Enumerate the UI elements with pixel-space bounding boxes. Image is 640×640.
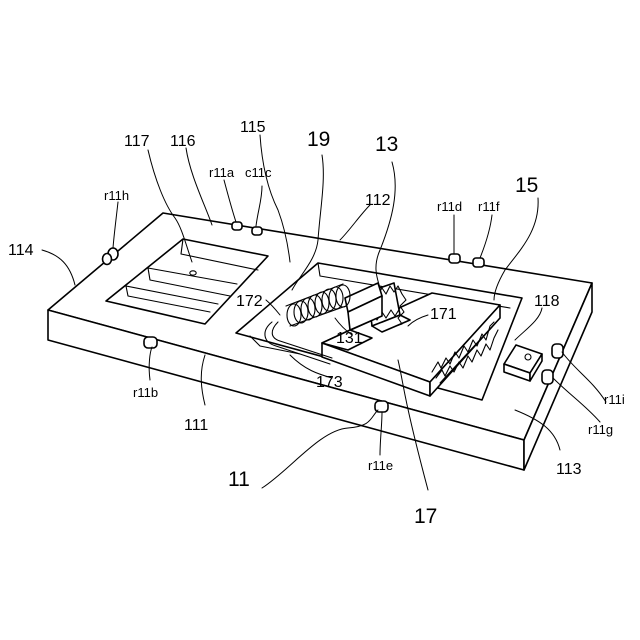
label-r11g: r11g [588,422,613,437]
label-131: 131 [336,330,363,347]
label-r11b: r11b [133,385,158,400]
label-r11f: r11f [478,199,500,214]
pin-r11i [552,344,563,358]
pin-r11d [449,254,460,263]
pin-c11c [252,227,262,235]
label-13: 13 [375,133,398,156]
label-115: 115 [240,119,266,136]
label-r11h: r11h [104,188,129,203]
label-11: 11 [228,468,250,491]
label-111: 111 [184,417,208,434]
label-15: 15 [515,174,538,197]
label-r11i: r11i [604,392,625,407]
label-172: 172 [236,293,263,310]
base-plate [48,213,592,470]
label-118: 118 [534,293,560,310]
label-173: 173 [316,374,343,391]
pin-r11e [375,401,388,412]
label-17: 17 [414,505,437,528]
pin-r11f [473,258,484,267]
label-171: 171 [430,306,457,323]
pin-r11a [232,222,242,230]
label-116: 116 [170,133,196,150]
pin-r11g [542,370,553,384]
label-r11e: r11e [368,458,393,473]
label-112: 112 [365,192,391,209]
label-114: 114 [8,242,34,259]
pin-r11b [144,337,157,348]
label-19: 19 [307,128,330,151]
label-r11a: r11a [209,165,235,180]
label-113: 113 [556,461,582,478]
label-c11c: c11c [245,165,272,180]
label-r11d: r11d [437,199,462,214]
label-117: 117 [124,133,150,150]
